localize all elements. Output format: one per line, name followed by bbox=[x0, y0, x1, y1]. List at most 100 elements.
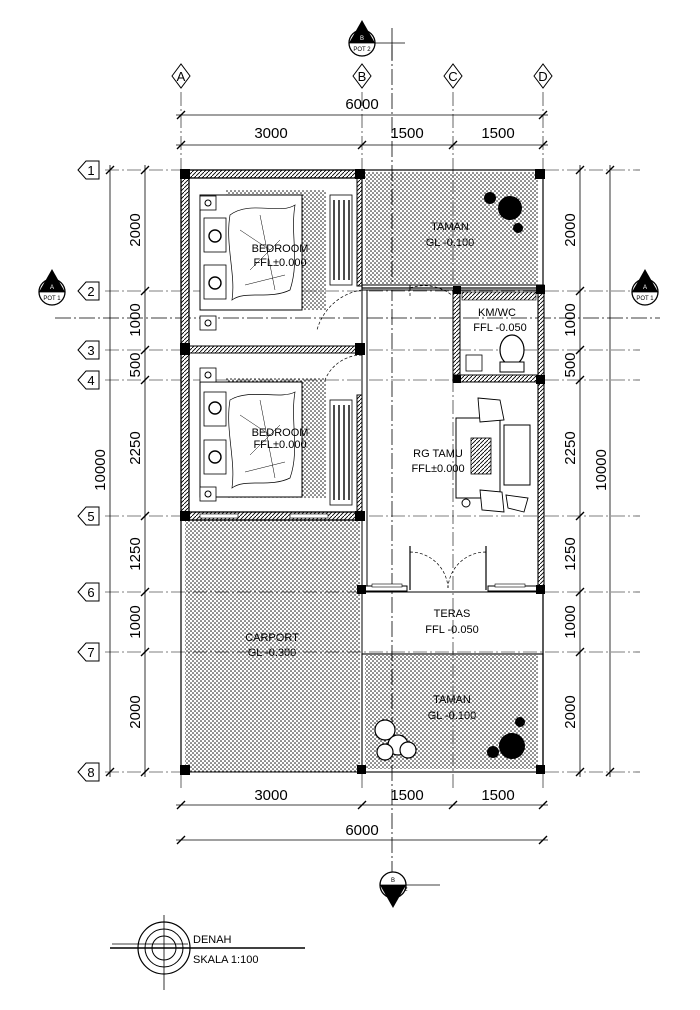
bedroom1-name: BEDROOM bbox=[252, 243, 309, 255]
pillow bbox=[203, 391, 227, 427]
dim-right-segment: 2250 bbox=[562, 431, 579, 464]
section-marker-top: B POT 2 bbox=[348, 20, 405, 60]
svg-text:1: 1 bbox=[87, 163, 94, 178]
grid-bubble-row-5: 5 bbox=[77, 506, 100, 526]
nightstand bbox=[199, 486, 217, 502]
shower-tray bbox=[465, 354, 483, 372]
nightstand bbox=[199, 367, 217, 383]
bedroom1-door-swing bbox=[316, 289, 363, 345]
dim-bottom-segment: 1500 bbox=[390, 787, 423, 804]
dim-top-segment: 3000 bbox=[254, 125, 287, 142]
dim-top-segment: 1500 bbox=[390, 125, 423, 142]
drawing-scale: SKALA 1:100 bbox=[193, 954, 258, 966]
dim-right-segment: 500 bbox=[562, 352, 579, 377]
grid-bubble-row-8: 8 bbox=[77, 762, 100, 782]
taman-back-name: TAMAN bbox=[431, 221, 469, 233]
grid-bubble-row-1: 1 bbox=[77, 160, 100, 180]
column bbox=[536, 765, 545, 774]
svg-text:A: A bbox=[50, 285, 54, 291]
drawing-title: DENAH bbox=[193, 934, 232, 946]
dimension-lines bbox=[109, 114, 611, 841]
dim-right-segment: 1250 bbox=[562, 537, 579, 570]
teras-outline bbox=[361, 591, 544, 655]
dim-left-segment: 2000 bbox=[127, 213, 144, 246]
rg-tamu-furniture bbox=[455, 397, 531, 513]
section-marker-left: A POT 1 bbox=[38, 269, 66, 306]
column bbox=[536, 585, 545, 594]
taman-back-floor bbox=[365, 172, 538, 288]
dim-bottom-segment: 3000 bbox=[254, 787, 287, 804]
column bbox=[180, 765, 190, 775]
dim-bottom-total: 6000 bbox=[345, 822, 378, 839]
tree bbox=[487, 746, 499, 758]
grid-bubbles-columns: A B C D bbox=[171, 63, 553, 89]
svg-text:POT 2: POT 2 bbox=[390, 887, 408, 893]
column bbox=[536, 375, 545, 384]
column bbox=[453, 375, 461, 383]
pillow bbox=[203, 217, 227, 253]
pillow bbox=[203, 439, 227, 475]
toilet-tank bbox=[499, 361, 525, 373]
wardrobe bbox=[329, 194, 353, 286]
tree bbox=[513, 223, 523, 233]
column bbox=[355, 169, 365, 179]
bedroom2-level: FFL±0.000 bbox=[253, 439, 306, 451]
section-marker-bottom: B POT 2 bbox=[379, 871, 440, 908]
bedroom1-wall-east bbox=[356, 177, 363, 287]
pillow bbox=[203, 264, 227, 300]
column bbox=[355, 343, 365, 355]
dim-right-segment: 2000 bbox=[562, 695, 579, 728]
rg-tamu-name: RG TAMU bbox=[413, 448, 463, 460]
grid-bubble-column-d: D bbox=[533, 63, 553, 89]
rg-tamu-level: FFL±0.000 bbox=[411, 463, 464, 475]
walls bbox=[180, 169, 545, 775]
taman-front-name: TAMAN bbox=[433, 694, 471, 706]
svg-text:B: B bbox=[358, 69, 367, 84]
svg-text:2: 2 bbox=[87, 284, 94, 299]
taman-front-level: GL -0.100 bbox=[428, 710, 477, 722]
dim-left-segment: 1000 bbox=[127, 303, 144, 336]
teras-name: TERAS bbox=[434, 608, 471, 620]
svg-text:POT 1: POT 1 bbox=[636, 296, 654, 302]
dim-left-segment: 2250 bbox=[127, 431, 144, 464]
window bbox=[494, 583, 526, 588]
carport-level: GL -0.300 bbox=[248, 647, 297, 659]
svg-text:B: B bbox=[360, 36, 364, 42]
column bbox=[180, 169, 190, 179]
svg-text:C: C bbox=[448, 69, 457, 84]
dim-right-segment: 1000 bbox=[562, 303, 579, 336]
grid-bubble-column-a: A bbox=[171, 63, 191, 89]
window bbox=[371, 583, 403, 588]
tree bbox=[498, 196, 522, 220]
kmwc-wall-west bbox=[452, 289, 461, 383]
bedroom2-name: BEDROOM bbox=[252, 427, 309, 439]
svg-text:B: B bbox=[391, 878, 395, 884]
grid-bubble-row-4: 4 bbox=[77, 370, 100, 390]
column bbox=[535, 169, 545, 179]
grid-bubble-row-2: 2 bbox=[77, 281, 100, 301]
house-wall-west bbox=[361, 289, 368, 591]
column bbox=[536, 285, 545, 294]
svg-text:5: 5 bbox=[87, 509, 94, 524]
dim-top-segment: 1500 bbox=[481, 125, 514, 142]
nightstand bbox=[199, 195, 217, 211]
bedroom2-door-swing bbox=[324, 354, 363, 395]
dim-left-segment: 1000 bbox=[127, 605, 144, 638]
wardrobe bbox=[329, 399, 353, 506]
svg-text:8: 8 bbox=[87, 765, 94, 780]
svg-text:D: D bbox=[538, 69, 547, 84]
column bbox=[180, 343, 190, 355]
kmwc-wall-south bbox=[452, 374, 539, 383]
svg-text:6: 6 bbox=[87, 585, 94, 600]
room-labels: BEDROOM FFL±0.000 TAMAN GL -0.100 KM/WC … bbox=[245, 221, 527, 722]
svg-text:POT 2: POT 2 bbox=[353, 47, 371, 53]
svg-text:A: A bbox=[177, 69, 186, 84]
dim-left-segment: 2000 bbox=[127, 695, 144, 728]
tree bbox=[484, 192, 496, 204]
column bbox=[453, 286, 461, 294]
bedroom-divider bbox=[188, 345, 363, 354]
dimension-texts: 6000 3000 1500 1500 3000 1500 1500 6000 … bbox=[92, 96, 610, 839]
window bbox=[199, 513, 239, 519]
bedroom1-furniture bbox=[199, 194, 353, 331]
